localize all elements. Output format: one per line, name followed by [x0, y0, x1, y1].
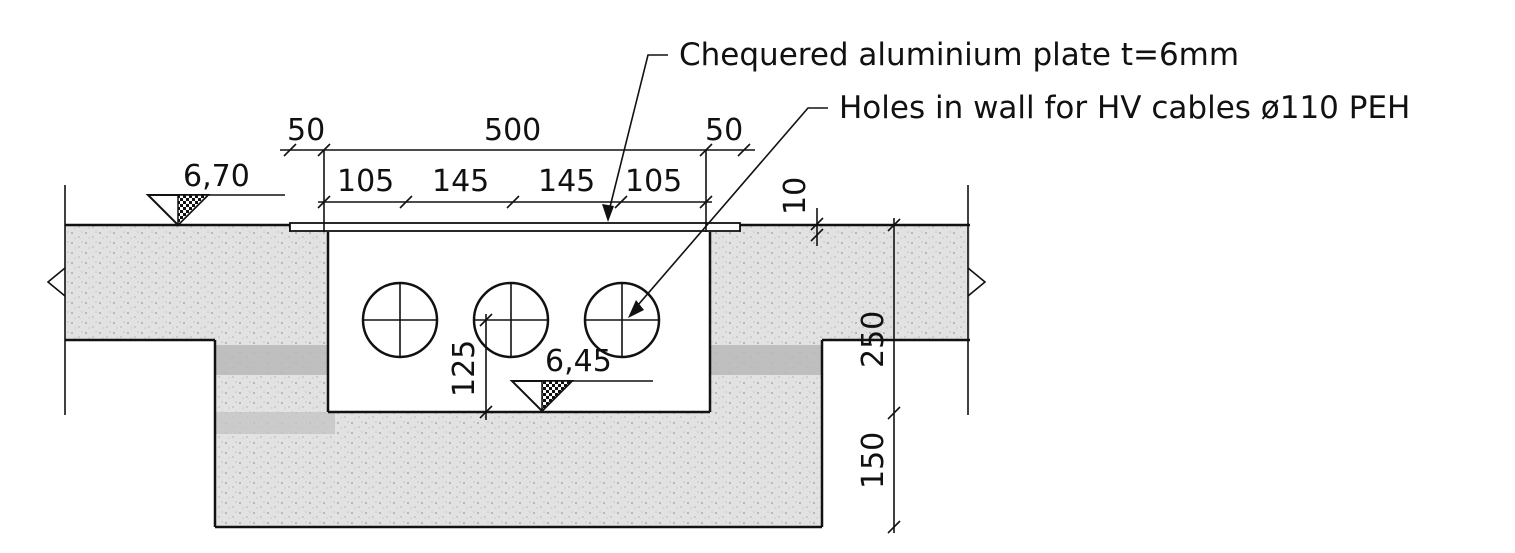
cable-hole-3: [583, 281, 661, 359]
cable-holes: [361, 281, 661, 359]
level-top-label: 6,70: [183, 159, 250, 194]
dim-top-mid: 500: [484, 113, 541, 148]
section-outline: [65, 223, 970, 529]
dim-top-right: 50: [705, 113, 743, 148]
concrete-band-right: [710, 345, 822, 375]
dim-sub-4: 105: [625, 164, 682, 199]
dimension-plate-gap: 10: [778, 177, 824, 246]
dim-slab-height: 250: [856, 311, 891, 368]
level-hatch-top: [177, 194, 210, 227]
dim-sub-1: 105: [337, 164, 394, 199]
level-marker-bottom: 6,45: [509, 344, 653, 413]
dim-sub-3: 145: [538, 164, 595, 199]
concrete-section: [65, 225, 970, 527]
concrete-band-left: [215, 345, 328, 375]
dimension-right-column: 250 150: [856, 218, 901, 534]
cable-hole-1: [361, 281, 439, 359]
dimension-second-row: 105 145 145 105: [317, 164, 713, 209]
dimension-hole-height: 125: [447, 313, 493, 420]
dim-plate-gap: 10: [778, 177, 813, 215]
dim-base-thickness: 150: [856, 432, 891, 489]
level-hatch-bottom: [541, 380, 574, 413]
dim-hole-height: 125: [447, 340, 482, 397]
chequered-plate: [289, 222, 741, 232]
label-cable-holes: Holes in wall for HV cables ø110 PEH: [839, 90, 1410, 126]
concrete-band-bottom: [215, 412, 335, 434]
concrete-fill: [65, 225, 970, 527]
leader-plate: Chequered aluminium plate t=6mm: [602, 37, 1239, 222]
leader-holes: Holes in wall for HV cables ø110 PEH: [628, 90, 1410, 318]
dim-top-left: 50: [287, 113, 325, 148]
dim-sub-2: 145: [432, 164, 489, 199]
level-marker-top: 6,70: [145, 159, 285, 227]
label-chequered-plate: Chequered aluminium plate t=6mm: [679, 37, 1239, 73]
break-lines: [46, 185, 987, 415]
dimension-top-row: 50 500 50: [280, 113, 755, 232]
level-bottom-label: 6,45: [545, 344, 612, 379]
